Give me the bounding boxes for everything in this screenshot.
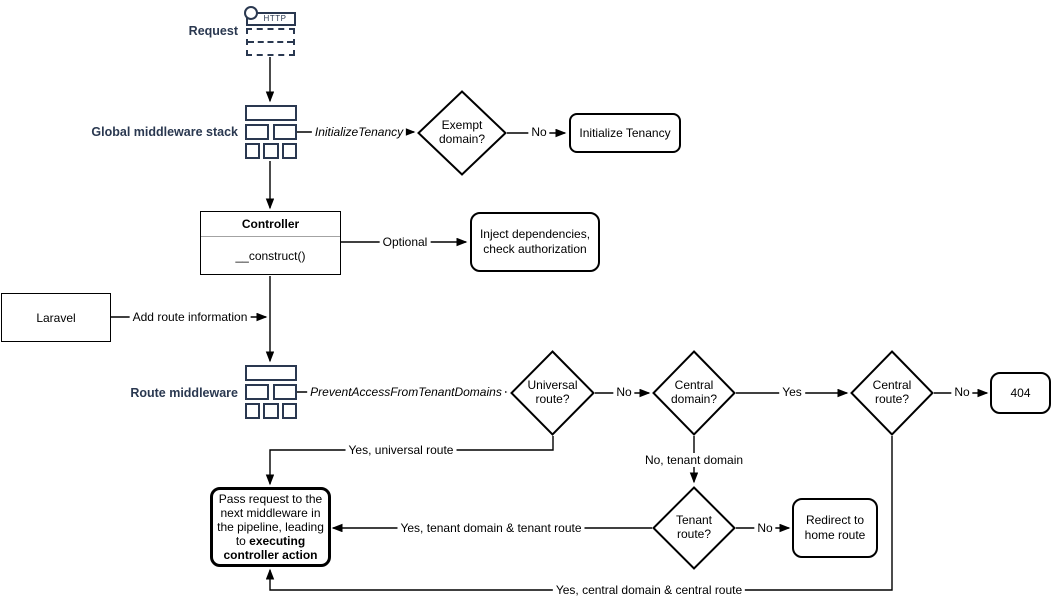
decision-exempt-domain: Exempt domain? [417,90,507,176]
edge-label-central-route-no: No [951,385,973,399]
edge-label-tenant-route-no: No [754,521,776,535]
middleware-layer-icon [273,384,297,400]
request-label: Request [188,24,238,38]
node-controller: Controller __construct() [200,211,341,275]
node-initialize-tenancy: Initialize Tenancy [569,113,681,153]
edge-label-optional: Optional [379,235,431,249]
pass-request-text: Pass request to the next middleware in t… [217,492,324,562]
request-body-icon [246,28,295,56]
middleware-layer-icon [245,384,269,400]
middleware-layer-icon [282,403,297,419]
middleware-layer-icon [245,143,260,159]
edge-label-exempt-no: No [528,125,550,139]
edge-label-prevent-access: PreventAccessFromTenantDomains [307,385,505,399]
route-middleware-stack-icon [245,365,297,420]
edge-label-universal-no: No [613,385,635,399]
decision-central-route-label: Central route? [872,378,912,406]
decision-central-route: Central route? [850,350,934,436]
decision-exempt-domain-label: Exempt domain? [438,118,486,146]
request-body-divider [248,41,293,43]
request-circle-icon [244,6,258,20]
controller-method: __construct() [235,248,306,263]
edge-label-no-tenant-domain: No, tenant domain [641,453,747,467]
node-inject-dependencies: Inject dependencies, check authorization [470,212,600,272]
edge-label-yes-tenant-domain-route: Yes, tenant domain & tenant route [397,521,585,535]
decision-universal-route: Universal route? [510,350,595,436]
controller-title: Controller [201,212,340,237]
decision-tenant-route-label: Tenant route? [675,513,713,541]
edge-label-central-domain-yes: Yes [779,385,805,399]
route-middleware-label: Route middleware [130,386,238,400]
middleware-layer-icon [245,105,297,121]
middleware-layer-icon [245,124,269,140]
middleware-layer-icon [245,365,297,381]
global-middleware-stack-label: Global middleware stack [91,125,238,139]
decision-universal-route-label: Universal route? [527,378,578,406]
node-laravel: Laravel [1,293,111,342]
pass-request-text-plain: Pass request to the next middleware in t… [217,491,324,549]
middleware-layer-icon [273,124,297,140]
edge-label-add-route-information: Add route information [129,310,251,324]
middleware-layer-icon [245,403,260,419]
http-request-icon: HTTP [244,6,297,56]
pass-request-text-bold: executing controller action [223,534,318,563]
decision-central-domain: Central domain? [652,350,736,436]
global-middleware-stack-icon [245,105,297,160]
node-pass-request: Pass request to the next middleware in t… [210,487,331,567]
middleware-layer-icon [263,143,279,159]
middleware-layer-icon [263,403,279,419]
edge-label-yes-central-domain-route: Yes, central domain & central route [552,583,746,597]
edge-label-initialize-tenancy: InitializeTenancy [311,125,407,139]
edge-label-yes-universal-route: Yes, universal route [345,443,457,457]
node-404: 404 [990,372,1051,414]
middleware-layer-icon [282,143,297,159]
decision-tenant-route: Tenant route? [652,486,736,570]
decision-central-domain-label: Central domain? [670,378,718,406]
node-redirect-home: Redirect to home route [792,498,878,558]
